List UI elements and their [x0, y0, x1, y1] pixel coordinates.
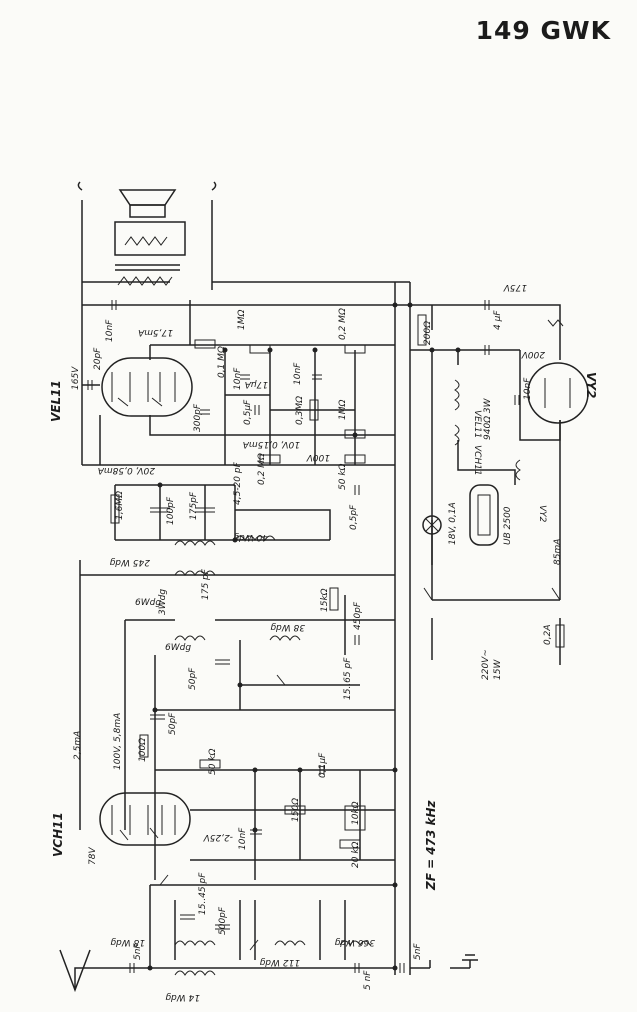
- label-vel11-heater: VEL11: [472, 410, 482, 438]
- label-45-20pf: 4,5-20 pF: [233, 461, 243, 505]
- switches: [159, 587, 561, 951]
- label-02mohm-top: 0,2 MΩ: [338, 308, 348, 340]
- label-78v: 78V: [88, 847, 98, 865]
- label-vch11-heater: VCH11: [472, 445, 482, 476]
- label-5nf-c: 5nF: [413, 943, 423, 960]
- label-5nf-a: 5nF: [133, 943, 143, 960]
- label-10v-015ma: 10V, 0,15mA: [243, 439, 300, 449]
- label-220v: 220V~: [481, 649, 491, 680]
- label-85ma: 85mA: [553, 539, 563, 565]
- vy2-rectifier-tube-icon: [527, 362, 589, 424]
- label-15w: 15W: [493, 659, 503, 680]
- label-100pf: 100pF: [166, 496, 176, 525]
- label-01uf: 0,1μF: [318, 752, 328, 778]
- junction-dots: [147, 302, 461, 971]
- label-10nf-d: 10nF: [523, 377, 533, 400]
- label-20kohm: 20 kΩ: [351, 841, 361, 868]
- label-100v: 100V: [306, 452, 330, 462]
- label-100ohm: 100Ω: [138, 738, 148, 762]
- label-01mohm: 0,1 MΩ: [217, 346, 227, 378]
- label-15kohm: 15kΩ: [320, 588, 330, 612]
- label-165v: 165V: [71, 366, 81, 390]
- label-300pf: 300pF: [193, 403, 203, 432]
- label-if-frequency: ZF = 473 kHz: [424, 799, 438, 891]
- wiring: [79, 200, 561, 975]
- label-02a: 0,2A: [543, 625, 553, 645]
- antenna-icon: [59, 949, 91, 993]
- label-1mohm: 1MΩ: [237, 310, 247, 330]
- label-ub2500: UB 2500: [503, 506, 513, 545]
- label-366wdg: 366 Wdg: [334, 937, 375, 947]
- label-05pf: 0,5pF: [349, 504, 359, 530]
- vy2-label: VY2: [584, 372, 598, 398]
- label-10kohm: 10kΩ: [351, 801, 361, 825]
- capacitors: [87, 300, 520, 973]
- label-10nf-top: 10nF: [105, 319, 115, 342]
- label-112wdg: 112 Wdg: [259, 957, 300, 967]
- coils: [174, 319, 564, 976]
- vel11-label: VEL11: [49, 380, 63, 422]
- resistors: [110, 314, 565, 849]
- label-940ohm: 940Ω 3W: [483, 397, 493, 440]
- label-17ua: 17μA: [245, 379, 268, 389]
- barretter-icon: [469, 484, 499, 546]
- label-50pf-a: 50pF: [188, 667, 198, 690]
- speaker-icon: [77, 181, 217, 286]
- label-03mohm: 0,3MΩ: [295, 396, 305, 425]
- label-20pf: 20pF: [93, 347, 103, 370]
- label-6wdg: 6Wdg: [135, 598, 161, 608]
- label-150ohm: 150Ω: [291, 798, 301, 822]
- pilot-lamp-icon: [422, 515, 442, 535]
- label-20v-058ma: 20V, 0,58mA: [98, 465, 155, 475]
- label-200v: 200V: [521, 349, 545, 359]
- label-5nf-b: 5 nF: [363, 970, 373, 990]
- label-16mohm: 1,6MΩ: [115, 491, 125, 520]
- label-175ma: 17,5mA: [138, 327, 173, 337]
- label-50pf-b: 50pF: [168, 712, 178, 735]
- label-50kohm-b: 50 kΩ: [208, 748, 218, 775]
- label-14wdg: 14 Wdg: [165, 992, 200, 1002]
- vel11-tube-icon: [101, 357, 193, 417]
- label-175v: 175V: [503, 282, 527, 292]
- label-10nf-b: 10nF: [293, 362, 303, 385]
- label-15-65pf: 15..65 pF: [343, 657, 353, 700]
- label-18wdg: 18 Wdg: [110, 937, 145, 947]
- label-6wdg-b: 6Wdg: [165, 643, 191, 653]
- label-100v-58ma: 100V, 5,8mA: [113, 713, 123, 770]
- label-05uf: 0,5μF: [243, 399, 253, 425]
- label-02mohm-b: 0,2 MΩ: [257, 453, 267, 485]
- vch11-tube-icon: [99, 792, 191, 846]
- vch11-label: VCH11: [51, 812, 65, 857]
- label-200ohm: 200Ω: [423, 321, 433, 345]
- label-38wdg: 38 Wdg: [270, 622, 305, 632]
- label-3wdg: 3Wdg: [158, 589, 168, 615]
- label-cap-uf: 4 μF: [493, 310, 503, 330]
- model-title: 149 GWK: [475, 16, 611, 45]
- label-1mohm-b: 1MΩ: [338, 400, 348, 420]
- label-175pf-a: 175pF: [189, 491, 199, 520]
- label-18v-01a: 18V, 0,1A: [448, 502, 458, 545]
- ground-icon: [462, 954, 478, 968]
- label-40wdg: 40 Wdg: [233, 532, 268, 542]
- label-500pf: 500pF: [218, 906, 228, 935]
- label-50kohm: 50 kΩ: [338, 463, 348, 490]
- label-175pf-b: 175 pF: [201, 568, 211, 600]
- label-15-45pf: 15..45 pF: [198, 872, 208, 915]
- label-25ma: 2,5mA: [73, 731, 83, 760]
- label-10nf-c: 10nF: [238, 827, 248, 850]
- label-10nf-a: 10nF: [233, 367, 243, 390]
- label-450pf: 450pF: [353, 601, 363, 630]
- label-2-25v: -2,25V: [203, 832, 233, 842]
- label-245wdg: 245 Wdg: [109, 557, 150, 567]
- label-vy2-heater: VY2: [537, 505, 547, 523]
